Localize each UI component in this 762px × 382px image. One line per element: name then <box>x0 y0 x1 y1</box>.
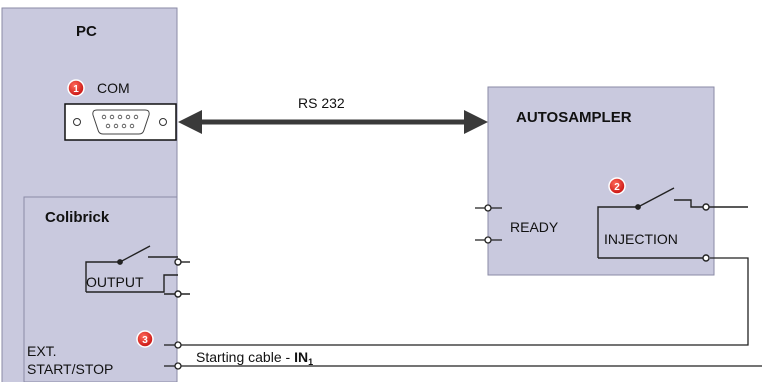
injection-relay <box>597 187 748 262</box>
autosampler-box <box>487 86 715 276</box>
colibrick-title: Colibrick <box>45 209 110 226</box>
ready-contacts <box>475 204 502 244</box>
marker-3: 3 <box>136 330 154 348</box>
svg-text:3: 3 <box>142 335 148 346</box>
marker-1: 1 <box>67 79 85 97</box>
injection-label: INJECTION <box>604 231 678 247</box>
ready-label: READY <box>510 219 559 235</box>
ext-label-1: EXT. <box>27 343 57 359</box>
autosampler-title: AUTOSAMPLER <box>516 109 632 126</box>
output-relay <box>85 245 190 298</box>
svg-text:1: 1 <box>73 84 79 95</box>
starting-cable <box>164 257 762 370</box>
ext-label-2: START/STOP <box>27 361 113 377</box>
colibrick-box <box>23 196 178 382</box>
pc-title: PC <box>76 23 97 40</box>
rs232-label: RS 232 <box>298 95 345 111</box>
com-port-connector <box>64 103 177 141</box>
com-label: COM <box>97 80 130 96</box>
marker-2: 2 <box>608 177 626 195</box>
svg-text:2: 2 <box>614 182 620 193</box>
starting-cable-label: Starting cable - IN1 <box>196 349 313 367</box>
output-label: OUTPUT <box>86 274 144 290</box>
rs232-arrow <box>178 110 488 134</box>
